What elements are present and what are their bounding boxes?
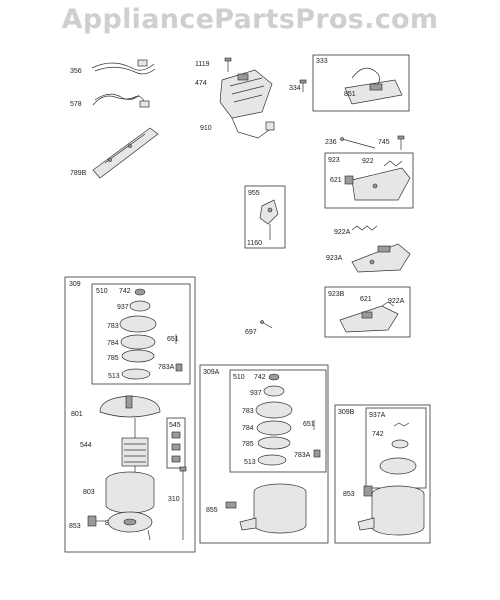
label-801: 801	[71, 411, 83, 418]
label-745: 745	[378, 139, 390, 146]
label-784b: 784	[242, 425, 254, 432]
label-783: 783	[107, 323, 119, 330]
label-784: 784	[107, 340, 119, 347]
label-742c: 742	[372, 431, 384, 438]
label-783Ab: 783A	[294, 452, 311, 459]
box-923B	[324, 286, 411, 338]
label-923B: 923B	[328, 291, 345, 298]
label-937: 937	[117, 304, 129, 311]
box-309B	[334, 404, 431, 544]
label-513: 513	[108, 373, 120, 380]
label-922A: 922A	[334, 229, 351, 236]
box-923	[324, 152, 414, 209]
label-783A: 783A	[158, 364, 175, 371]
part-510-drive-kit[interactable]	[119, 288, 183, 380]
part-333-assembly[interactable]	[344, 67, 403, 105]
label-1119: 1119	[195, 61, 210, 68]
label-922: 922	[362, 158, 374, 165]
label-236: 236	[325, 139, 337, 146]
part-334-screw[interactable]	[299, 79, 307, 92]
label-513b: 513	[244, 459, 256, 466]
label-309: 309	[69, 281, 81, 288]
label-785b: 785	[242, 441, 254, 448]
label-621b: 621	[360, 296, 372, 303]
label-853: 853	[69, 523, 81, 530]
part-510b-drive-kit[interactable]	[255, 373, 321, 466]
label-621: 621	[330, 177, 342, 184]
label-783b: 783	[242, 408, 254, 415]
part-802-end-cap[interactable]	[107, 511, 153, 541]
label-545: 545	[169, 422, 181, 429]
box-545	[166, 417, 186, 469]
label-853b: 853	[343, 491, 355, 498]
part-801-end-cap[interactable]	[99, 395, 161, 418]
label-789B: 789B	[70, 170, 87, 177]
label-510b: 510	[233, 374, 245, 381]
label-803: 803	[83, 489, 95, 496]
box-955	[244, 185, 286, 249]
label-910: 910	[200, 125, 212, 132]
part-309A-motor[interactable]	[225, 483, 307, 534]
part-697-pin[interactable]	[260, 320, 273, 329]
box-510	[91, 283, 191, 385]
part-236-link[interactable]	[340, 137, 376, 149]
part-923B-governor[interactable]	[339, 301, 399, 333]
box-510b	[229, 369, 327, 473]
part-310-bolt[interactable]	[179, 466, 187, 540]
watermark-text: AppliancePartsPros.com	[61, 4, 439, 35]
label-334: 334	[289, 85, 301, 92]
part-578-wire[interactable]	[92, 93, 150, 108]
label-922Ab: 922A	[388, 298, 405, 305]
label-742: 742	[119, 288, 131, 295]
label-937A: 937A	[369, 412, 386, 419]
label-697: 697	[245, 329, 257, 336]
label-333: 333	[316, 58, 328, 65]
part-1119-screw[interactable]	[224, 57, 232, 72]
part-545-brushes[interactable]	[171, 431, 181, 463]
part-803-housing[interactable]	[105, 471, 155, 514]
label-851: 851	[344, 91, 356, 98]
label-923: 923	[328, 157, 340, 164]
part-937A-drive[interactable]	[379, 422, 417, 475]
label-309A: 309A	[203, 369, 220, 376]
box-333	[312, 54, 410, 112]
label-474: 474	[195, 80, 207, 87]
label-356: 356	[70, 68, 82, 75]
part-789B-bracket[interactable]	[92, 127, 159, 179]
part-745-screw[interactable]	[397, 135, 405, 150]
part-955-lever[interactable]	[259, 199, 279, 240]
part-923-governor[interactable]	[344, 160, 411, 201]
label-651: 651	[167, 336, 179, 343]
part-923A-governor[interactable]	[351, 225, 411, 273]
label-955: 955	[248, 190, 260, 197]
label-510: 510	[96, 288, 108, 295]
label-742b: 742	[254, 374, 266, 381]
label-855: 855	[206, 507, 218, 514]
label-310: 310	[168, 496, 180, 503]
part-356-wire[interactable]	[91, 59, 156, 75]
box-309	[64, 276, 196, 553]
label-578: 578	[70, 101, 82, 108]
part-474-module[interactable]	[219, 69, 273, 119]
label-1160: 1160	[247, 240, 262, 247]
box-309A	[199, 364, 329, 544]
part-853-terminal[interactable]	[87, 515, 106, 527]
part-544-armature[interactable]	[121, 418, 149, 480]
label-309B: 309B	[338, 409, 355, 416]
label-544: 544	[80, 442, 92, 449]
box-937A	[365, 407, 427, 489]
label-937b: 937	[250, 390, 262, 397]
label-651b: 651	[303, 421, 315, 428]
part-309B-motor[interactable]	[357, 485, 425, 536]
label-923A: 923A	[326, 255, 343, 262]
part-910-wire[interactable]	[231, 117, 275, 139]
label-785: 785	[107, 355, 119, 362]
